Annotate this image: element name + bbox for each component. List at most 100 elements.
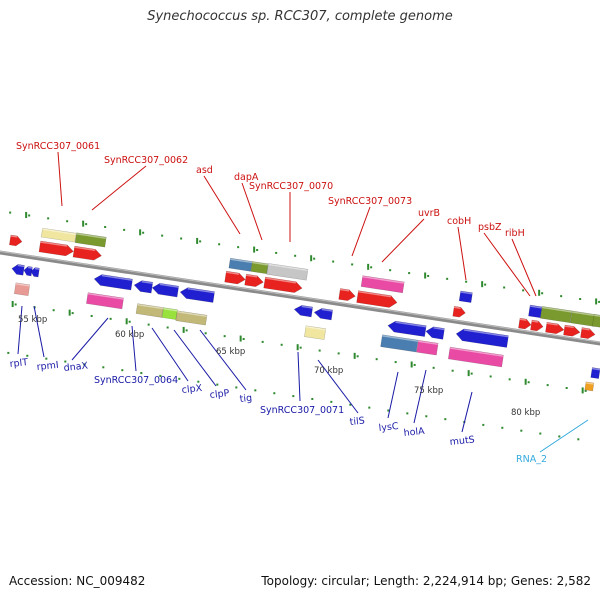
gene-label: tig: [239, 393, 252, 405]
gene-feature: [455, 328, 509, 348]
gene-feature-shape: [356, 290, 398, 308]
scale-tick-label: 80 kbp: [511, 408, 540, 418]
gene-feature: [133, 280, 154, 294]
track-dot: [520, 429, 523, 432]
track-dot: [444, 418, 447, 421]
label-leader-line: [483, 232, 531, 297]
gene-feature: [72, 245, 102, 261]
genome-summary-text: Topology: circular; Length: 2,224,914 bp…: [261, 574, 591, 588]
track-dot: [123, 228, 126, 231]
gene-feature-shine: [74, 246, 96, 252]
track-dot: [584, 389, 587, 392]
track-dot: [121, 369, 124, 372]
gene-label: psbZ: [478, 222, 502, 233]
track-dot: [387, 409, 390, 412]
label-leader-line: [131, 325, 137, 372]
track-dot: [389, 269, 392, 272]
gene-feature-shape: [452, 305, 466, 318]
gene-label: SynRCC307_0070: [249, 181, 333, 192]
gene-feature-shine: [519, 318, 527, 321]
track-dot: [197, 380, 200, 383]
gene-feature-shine: [591, 367, 600, 371]
gene-feature: [380, 334, 419, 353]
track-dot: [178, 377, 181, 380]
track-dot: [216, 383, 219, 386]
gene-label: SynRCC307_0064: [94, 375, 178, 386]
gene-feature: [545, 321, 565, 335]
gene-feature-shine: [453, 306, 461, 309]
gene-feature-shine: [585, 382, 594, 385]
gene-feature: [304, 325, 327, 340]
scale-tick-label: 75 kbp: [414, 386, 443, 396]
gene-feature: [74, 232, 107, 248]
track-dot: [242, 338, 245, 341]
gene-feature-shine: [141, 280, 153, 284]
gene-feature: [360, 275, 405, 294]
gene-feature: [293, 305, 314, 318]
gene-feature-shine: [581, 327, 590, 331]
gene-label: dnaX: [63, 360, 89, 374]
gene-feature: [518, 317, 532, 330]
gene-feature-shape: [151, 283, 180, 298]
label-leader-line: [151, 327, 189, 382]
gene-label: SynRCC307_0071: [260, 405, 344, 416]
track-dot: [254, 389, 257, 392]
gene-feature: [580, 327, 596, 339]
gene-feature-shape: [580, 327, 596, 339]
track-dot: [7, 351, 10, 354]
gene-feature-shine: [395, 321, 427, 328]
track-dot: [147, 323, 150, 326]
track-dot: [185, 329, 188, 332]
gene-feature: [387, 320, 427, 337]
label-leader-line: [317, 359, 359, 414]
track-dot: [375, 358, 378, 361]
gene-feature: [93, 274, 133, 291]
feature-track: [9, 227, 600, 392]
gene-feature-shine: [246, 274, 258, 278]
gene-feature-shine: [40, 241, 68, 247]
track-dot: [180, 237, 183, 240]
gene-feature-shape: [518, 317, 532, 330]
gene-feature-shine: [268, 263, 308, 272]
gene-feature: [250, 261, 269, 275]
label-leader-line: [387, 371, 399, 419]
gene-feature-shape: [13, 282, 31, 297]
gene-feature-shine: [76, 233, 107, 239]
gene-feature-shine: [163, 307, 178, 312]
gene-feature-shape: [380, 334, 419, 353]
gene-feature-shape: [11, 264, 25, 276]
gene-feature: [30, 267, 40, 278]
gene-feature-shape: [425, 326, 445, 340]
gene-feature-shape: [360, 275, 405, 294]
track-dot: [204, 332, 207, 335]
gene-feature-shine: [541, 306, 572, 313]
gene-feature-shape: [263, 276, 303, 293]
gene-feature-shine: [571, 311, 596, 317]
gene-feature: [224, 270, 246, 285]
gene-feature-shine: [10, 235, 18, 238]
gene-feature-shine: [137, 303, 164, 310]
gene-feature: [40, 227, 77, 243]
track-dot: [28, 214, 31, 217]
track-dot: [579, 298, 582, 301]
gene-feature-shape: [540, 306, 573, 324]
gene-feature-shine: [159, 283, 179, 288]
track-dot: [427, 274, 430, 277]
track-dot: [294, 254, 297, 257]
gene-feature-shape: [179, 287, 215, 303]
accession-text: Accession: NC_009482: [9, 574, 146, 588]
track-dot: [47, 217, 50, 220]
track-dot: [560, 295, 563, 298]
track-dot: [394, 361, 397, 364]
gene-feature-shape: [458, 290, 473, 303]
track-dot: [199, 240, 202, 243]
track-dot: [408, 272, 411, 275]
track-dot: [128, 320, 131, 323]
gene-feature: [263, 276, 303, 293]
gene-feature-shine: [34, 267, 40, 270]
track-dot: [413, 363, 416, 366]
gene-feature-shine: [226, 271, 240, 275]
gene-feature-shine: [87, 292, 124, 300]
label-leader-line: [173, 329, 217, 387]
gene-feature-shine: [340, 288, 350, 292]
